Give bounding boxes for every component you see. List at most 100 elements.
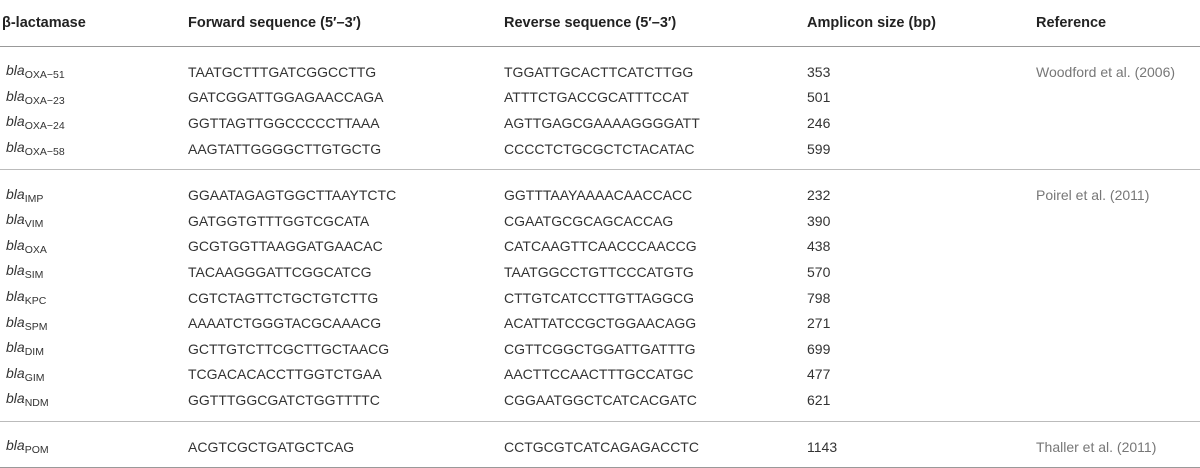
reference-cell: Woodford et al. (2006) [1036, 63, 1176, 80]
gene-subscript: KPC [24, 295, 47, 308]
header-reverse-sequence: Reverse sequence (5′–3′) [502, 0, 805, 47]
gene-subscript: OXA−51 [24, 69, 65, 82]
gene-cell: blaSPM [0, 310, 186, 336]
amplicon-size-cell: 390 [807, 212, 831, 229]
table-row: blaOXA−23 GATCGGATTGGAGAACCAGA ATTTCTGACCG… [0, 85, 1200, 111]
gene-prefix: bla [6, 185, 25, 202]
reverse-sequence-cell: ATTTCTGACCGCATTTCCAT [504, 89, 690, 106]
header-reference: Reference [1034, 0, 1200, 47]
amplicon-size-cell: 798 [807, 289, 831, 306]
reference-cell [1034, 310, 1200, 336]
amplicon-size-cell: 246 [807, 114, 831, 131]
reference-cell: Thaller et al. (2011) [1034, 421, 1200, 468]
reverse-sequence-cell: ACATTATCCGCTGGAACAGG [504, 315, 697, 332]
forward-sequence-cell: CGTCTAGTTCTGCTGTCTTG [188, 289, 379, 306]
gene-cell: blaOXA−24 [0, 110, 186, 136]
gene-subscript: SIM [24, 269, 44, 282]
header-forward-sequence: Forward sequence (5′–3′) [186, 0, 502, 47]
gene-cell: blaSIM [0, 259, 186, 285]
forward-sequence-cell: TACAAGGGATTCGGCATCG [188, 263, 372, 280]
reverse-sequence-cell: CGGAATGGCTCATCACGATC [502, 387, 805, 422]
reverse-sequence-cell: CGAATGCGCAGCACCAG [504, 212, 674, 229]
header-amplicon-size: Amplicon size (bp) [805, 0, 1034, 47]
amplicon-size-cell: 232 [807, 187, 831, 204]
forward-sequence-cell: GCTTGTCTTCGCTTGCTAACG [188, 340, 390, 357]
gene-subscript: POM [24, 444, 49, 457]
reference-cell [1034, 259, 1200, 285]
gene-subscript: VIM [24, 218, 44, 231]
gene-cell: blaDIM [0, 336, 186, 362]
amplicon-size-cell: 1143 [805, 421, 1034, 468]
forward-sequence-cell: GGTTTGGCGATCTGGTTTTC [186, 387, 502, 422]
gene-prefix: bla [6, 288, 25, 305]
amplicon-size-cell: 353 [807, 63, 831, 80]
forward-sequence-cell: AAGTATTGGGGCTTGTGCTG [186, 135, 502, 171]
gene-subscript: OXA−58 [24, 146, 65, 159]
amplicon-size-cell: 599 [805, 135, 1034, 171]
gene-cell: blaGIM [0, 362, 186, 388]
gene-subscript: SPM [24, 320, 48, 333]
reference-cell [1034, 234, 1200, 260]
reference-cell [1034, 285, 1200, 311]
gene-prefix: bla [6, 87, 25, 104]
gene-prefix: bla [6, 390, 25, 407]
reverse-sequence-cell: GGTTTAAYAAAACAACCACC [504, 187, 693, 204]
gene-subscript: OXA−24 [24, 120, 65, 133]
amplicon-size-cell: 501 [807, 89, 831, 106]
gene-cell: blaOXA−51 [0, 47, 186, 85]
forward-sequence-cell: GGTTAGTTGGCCCCCTTAAA [188, 114, 380, 131]
gene-cell: blaPOM [0, 421, 186, 468]
forward-sequence-cell: ACGTCGCTGATGCTCAG [186, 421, 502, 468]
reference-cell [1034, 336, 1200, 362]
forward-sequence-cell: TCGACACACCTTGGTCTGAA [188, 366, 382, 383]
amplicon-size-cell: 438 [807, 238, 831, 255]
gene-subscript: IMP [24, 192, 44, 205]
forward-sequence-cell: TAATGCTTTGATCGGCCTTG [188, 63, 377, 80]
reverse-sequence-cell: CCCCTCTGCGCTCTACATAC [502, 135, 805, 171]
gene-cell: blaNDM [0, 387, 186, 422]
gene-subscript: DIM [24, 346, 44, 359]
reference-cell [1034, 362, 1200, 388]
header-row: β-lactamase Forward sequence (5′–3′) Rev… [0, 0, 1200, 47]
reverse-sequence-cell: TAATGGCCTGTTCCCATGTG [504, 263, 694, 280]
reference-cell [1034, 135, 1200, 171]
forward-sequence-cell: GATGGTGTTTGGTCGCATA [188, 212, 370, 229]
gene-cell: blaIMP [0, 170, 186, 208]
gene-subscript: OXA−23 [24, 94, 65, 107]
gene-cell: blaOXA−58 [0, 135, 186, 171]
amplicon-size-cell: 570 [807, 263, 831, 280]
gene-subscript: OXA [24, 243, 47, 256]
reference-cell [1034, 110, 1200, 136]
gene-prefix: bla [6, 437, 25, 454]
reference-cell [1034, 85, 1200, 111]
amplicon-size-cell: 477 [807, 366, 831, 383]
reference-cell [1034, 208, 1200, 234]
reference-cell [1034, 387, 1200, 422]
gene-prefix: bla [6, 113, 25, 130]
reverse-sequence-cell: CCTGCGTCATCAGAGACCTC [502, 421, 805, 468]
gene-prefix: bla [6, 62, 25, 79]
gene-cell: blaVIM [0, 208, 186, 234]
gene-prefix: bla [6, 364, 25, 381]
forward-sequence-cell: GGAATAGAGTGGCTTAAYTCTC [188, 187, 397, 204]
reverse-sequence-cell: TGGATTGCACTTCATCTTGG [504, 63, 694, 80]
forward-sequence-cell: GATCGGATTGGAGAACCAGA [188, 89, 384, 106]
reverse-sequence-cell: AACTTCCAACTTTGCCATGC [504, 366, 694, 383]
reverse-sequence-cell: AGTTGAGCGAAAAGGGGATT [504, 114, 700, 131]
gene-prefix: bla [6, 236, 25, 253]
forward-sequence-cell: GCGTGGTTAAGGATGAACAC [188, 238, 383, 255]
gene-prefix: bla [6, 262, 25, 279]
